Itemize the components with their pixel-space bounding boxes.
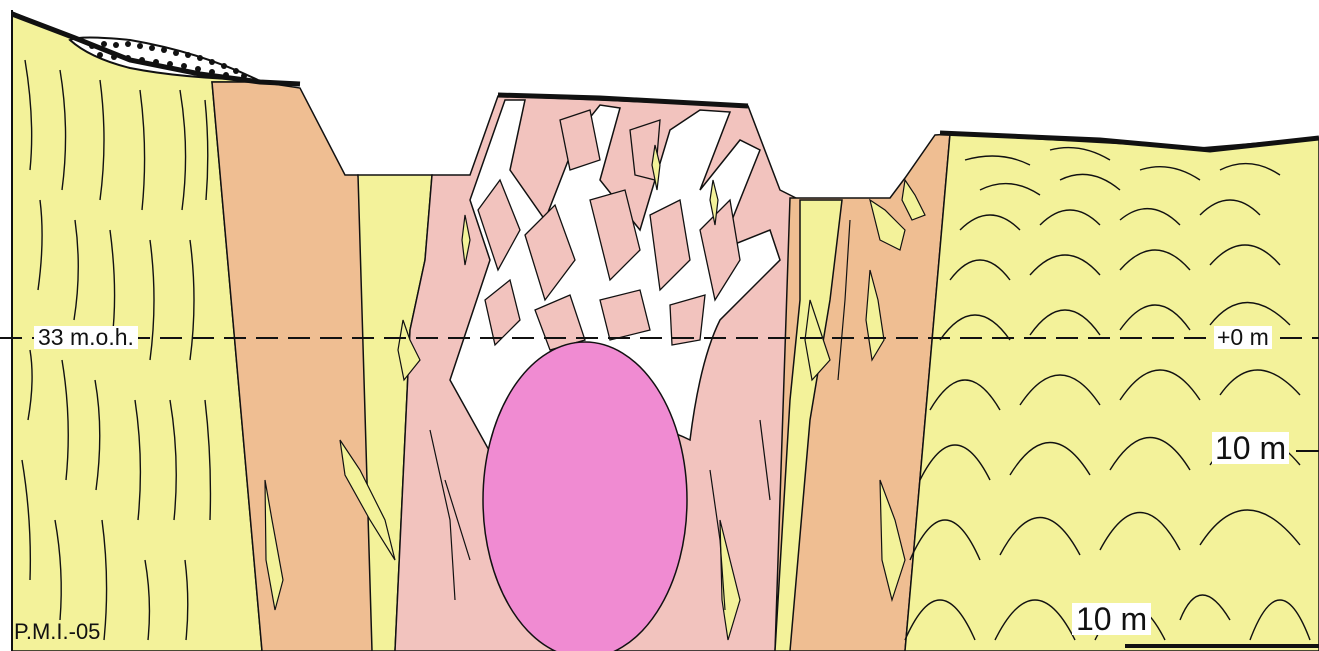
profile-id-label: P.M.I.-05: [14, 621, 100, 643]
datum-label: 33 m.o.h.: [34, 326, 138, 349]
scale-bar-label: 10 m: [1072, 603, 1151, 635]
depth-ten-label: 10 m: [1212, 432, 1289, 464]
depth-zero-label: +0 m: [1214, 326, 1272, 349]
magenta-intrusion: [483, 342, 687, 651]
